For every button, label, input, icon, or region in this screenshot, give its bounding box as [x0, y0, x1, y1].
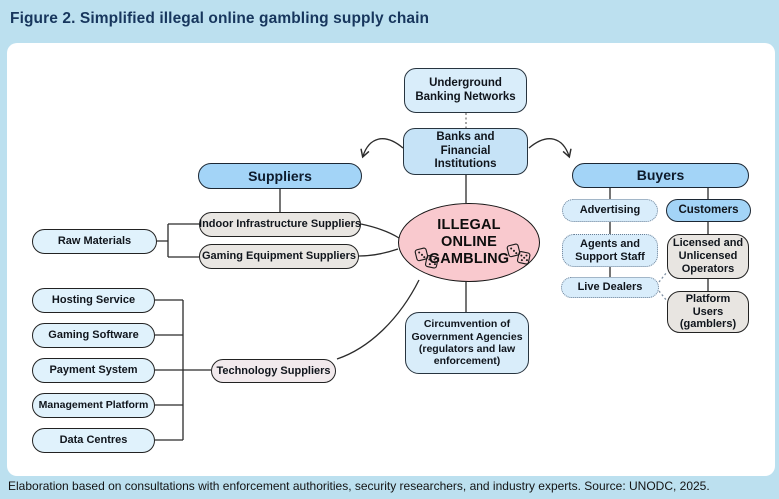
node-licensed-unlicensed-operators: Licensed and Unlicensed Operators: [667, 234, 749, 279]
dice-icon: [506, 243, 531, 265]
node-gaming-software: Gaming Software: [32, 323, 155, 348]
node-gaming-equipment-suppliers: Gaming Equipment Suppliers: [199, 244, 359, 269]
node-banks-financial: Banks and Financial Institutions: [403, 128, 528, 175]
node-hosting-service: Hosting Service: [32, 288, 155, 313]
node-indoor-infrastructure-suppliers: Indoor Infrastructure Suppliers: [199, 212, 361, 237]
node-management-platform: Management Platform: [32, 393, 155, 418]
node-customers: Customers: [666, 199, 751, 222]
dice-icon: [414, 247, 439, 269]
node-live-dealers: Live Dealers: [561, 277, 659, 298]
node-buyers-header: Buyers: [572, 163, 749, 188]
node-underground-banking: Underground Banking Networks: [404, 68, 527, 113]
node-data-centres: Data Centres: [32, 428, 155, 453]
node-circumvention: Circumvention of Government Agencies (re…: [405, 312, 529, 374]
footer-note: Elaboration based on consultations with …: [8, 479, 710, 493]
node-payment-system: Payment System: [32, 358, 155, 383]
figure-title-bar: Figure 2. Simplified illegal online gamb…: [0, 0, 779, 43]
node-technology-suppliers: Technology Suppliers: [211, 359, 336, 383]
node-advertising: Advertising: [562, 199, 658, 222]
figure-title: Figure 2. Simplified illegal online gamb…: [10, 10, 430, 27]
node-illegal-online-gambling: ILLEGAL ONLINE GAMBLING: [398, 203, 540, 282]
node-agents-support-staff: Agents and Support Staff: [562, 234, 658, 267]
node-suppliers-header: Suppliers: [198, 163, 362, 189]
illegal-online-gambling-label: ILLEGAL ONLINE GAMBLING: [428, 216, 510, 268]
node-platform-users: Platform Users (gamblers): [667, 291, 749, 333]
node-raw-materials: Raw Materials: [32, 229, 157, 254]
